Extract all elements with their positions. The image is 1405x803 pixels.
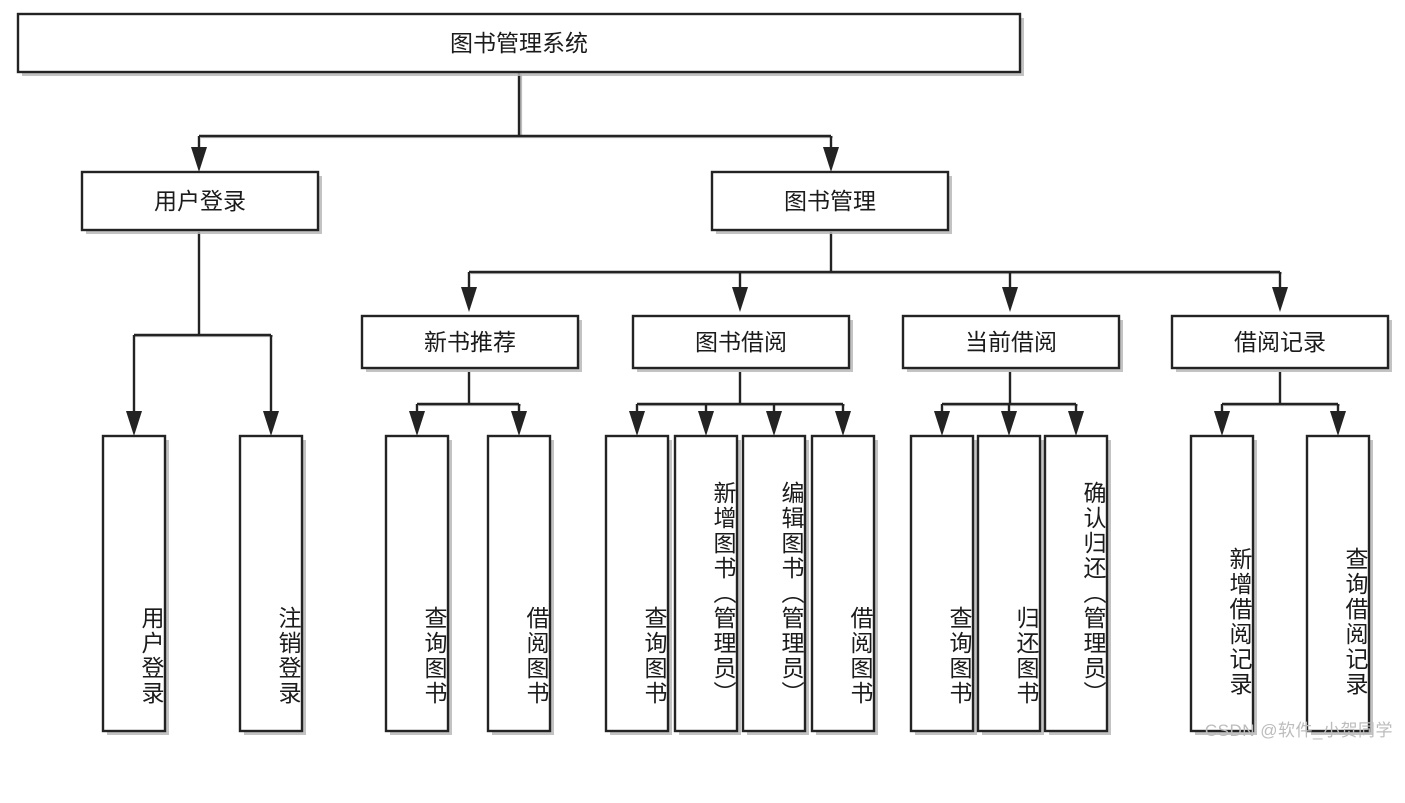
node-user-login-box[interactable] [80, 170, 320, 232]
node-book-manage-box[interactable] [710, 170, 950, 232]
node-borrow-record-label: 借阅记录 [1234, 329, 1326, 355]
node-book-manage-label: 图书管理 [784, 188, 876, 214]
arrow-leaf-borrow-book-1 [511, 411, 527, 436]
node-root-box[interactable] [16, 12, 1022, 74]
leaf-borrow-book-1-box[interactable] [486, 434, 552, 733]
leaf-query-book-1-box[interactable] [384, 434, 450, 733]
leaf-query-book-2-box[interactable] [604, 434, 670, 733]
arrow-to-book-borrow [732, 287, 748, 312]
arrow-leaf-user-login [126, 411, 142, 436]
leaf-query-book-3-box[interactable] [909, 434, 975, 733]
arrow-leaf-add-record [1214, 411, 1230, 436]
leaf-user-logout-box[interactable] [238, 434, 304, 733]
arrow-to-borrow-record [1272, 287, 1288, 312]
arrow-leaf-confirm-return [1068, 411, 1084, 436]
csdn-watermark: CSDN @软件_小贺同学 [1204, 721, 1393, 740]
arrow-to-new-book-recommend [461, 287, 477, 312]
arrow-leaf-borrow-book-2 [835, 411, 851, 436]
arrow-to-user-login [191, 147, 207, 172]
arrow-leaf-user-logout [263, 411, 279, 436]
leaf-edit-book-box[interactable] [741, 434, 807, 733]
node-current-borrow-label: 当前借阅 [965, 329, 1057, 355]
arrow-leaf-query-book-2 [629, 411, 645, 436]
flowchart-svg: 图书管理系统 用户登录 图书管理 新书推荐 图书借阅 当前借阅 借阅记录 [16, 12, 1392, 735]
leaf-query-record-box[interactable] [1305, 434, 1371, 733]
arrow-leaf-edit-book [766, 411, 782, 436]
node-book-borrow-box[interactable] [631, 314, 851, 370]
node-layer: 图书管理系统 用户登录 图书管理 新书推荐 图书借阅 当前借阅 借阅记录 [16, 12, 1392, 735]
node-book-borrow-label: 图书借阅 [695, 329, 787, 355]
leaf-return-book-box[interactable] [976, 434, 1042, 733]
leaf-confirm-return-box[interactable] [1043, 434, 1109, 733]
arrow-leaf-query-record [1330, 411, 1346, 436]
node-user-login-label: 用户登录 [154, 188, 246, 214]
leaf-add-book-box[interactable] [673, 434, 739, 733]
arrow-to-book-manage [823, 147, 839, 172]
diagram-canvas: 图书管理系统 用户登录 图书管理 新书推荐 图书借阅 当前借阅 借阅记录 [16, 12, 1393, 740]
edge-layer [126, 72, 1346, 436]
arrow-to-current-borrow [1002, 287, 1018, 312]
leaf-user-login-box[interactable] [101, 434, 167, 733]
arrow-leaf-query-book-3 [934, 411, 950, 436]
arrow-leaf-add-book [698, 411, 714, 436]
node-current-borrow-box[interactable] [901, 314, 1121, 370]
node-borrow-record-box[interactable] [1170, 314, 1390, 370]
node-root-label: 图书管理系统 [450, 30, 588, 56]
arrow-leaf-return-book [1001, 411, 1017, 436]
leaf-add-record-box[interactable] [1189, 434, 1255, 733]
leaf-borrow-book-2-box[interactable] [810, 434, 876, 733]
node-new-book-recommend-label: 新书推荐 [424, 329, 516, 355]
node-new-book-recommend-box[interactable] [360, 314, 580, 370]
arrow-leaf-query-book-1 [409, 411, 425, 436]
